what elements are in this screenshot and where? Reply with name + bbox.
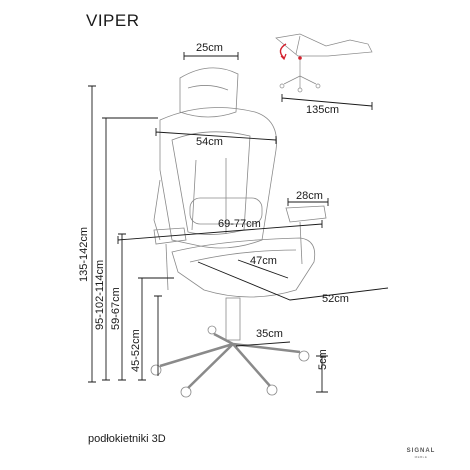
dim-total-depth bbox=[197, 261, 389, 301]
recline-arrow bbox=[279, 43, 287, 59]
label-total-depth: 52cm bbox=[322, 293, 349, 305]
lumbar-pillow bbox=[189, 197, 263, 225]
product-title: VIPER bbox=[86, 11, 140, 30]
recline-arrow-head bbox=[280, 53, 287, 61]
label-headrest-width: 25cm bbox=[196, 42, 223, 54]
base-legs bbox=[159, 332, 301, 389]
backrest-outline bbox=[159, 107, 277, 249]
dim-recline-length bbox=[281, 94, 373, 110]
reclined-base bbox=[283, 58, 317, 88]
reclined-caster-1 bbox=[279, 83, 285, 89]
dim-seat-base bbox=[154, 295, 162, 376]
dimension-lines bbox=[88, 52, 389, 393]
armrest-left-post bbox=[165, 243, 169, 291]
armrest-right-post bbox=[299, 221, 303, 265]
dim-back-width bbox=[155, 128, 277, 144]
label-recline-length: 135cm bbox=[306, 104, 340, 116]
reclined-seat-line bbox=[295, 35, 301, 55]
reclined-chair bbox=[275, 33, 373, 57]
recline-thumbnail bbox=[275, 33, 373, 93]
brand-sub: MEBLE bbox=[414, 455, 428, 459]
caster-4 bbox=[298, 350, 310, 362]
dim-seat-height-lower bbox=[138, 277, 174, 381]
dim-seat-height-upper bbox=[118, 233, 126, 381]
headrest-outline bbox=[179, 67, 239, 118]
chair-sketch bbox=[150, 67, 327, 398]
dim-total-height bbox=[88, 85, 96, 383]
dim-headrest-width bbox=[183, 52, 239, 60]
pivot-dot bbox=[298, 56, 302, 60]
dim-caster-height bbox=[316, 355, 328, 393]
label-seat-height-lower: 45-52cm bbox=[130, 329, 142, 372]
seat-outline bbox=[171, 237, 316, 298]
armrest-left bbox=[153, 227, 187, 245]
caster-5 bbox=[207, 325, 217, 335]
caster-3 bbox=[266, 384, 278, 396]
label-armrest-height: 95-102-114cm bbox=[94, 259, 106, 330]
caster-2 bbox=[180, 386, 192, 398]
label-seat-depth: 47cm bbox=[250, 255, 277, 267]
dim-seat-depth bbox=[237, 259, 289, 279]
dim-armrest-width bbox=[287, 198, 329, 206]
seat-seam bbox=[189, 249, 297, 263]
dim-base-radius bbox=[235, 341, 291, 347]
label-seat-width: 69-77cm bbox=[218, 218, 261, 230]
dim-armrest-height bbox=[102, 117, 158, 381]
label-seat-height-upper: 59-67cm bbox=[110, 287, 122, 330]
label-caster-height: 5cm bbox=[317, 349, 329, 370]
reclined-caster-3 bbox=[297, 87, 303, 93]
label-back-width: 54cm bbox=[196, 136, 223, 148]
caster-1 bbox=[150, 364, 162, 376]
reclined-caster-2 bbox=[315, 83, 321, 89]
armrest-caption: podłokietniki 3D bbox=[88, 433, 166, 445]
brand-name: SIGNAL bbox=[406, 448, 436, 454]
gas-lift bbox=[225, 297, 241, 341]
brand-logo: SIGNAL MEBLE bbox=[400, 448, 442, 459]
label-base-radius: 35cm bbox=[256, 328, 283, 340]
label-armrest-width: 28cm bbox=[296, 190, 323, 202]
dim-seat-width bbox=[117, 220, 323, 244]
label-total-height: 135-142cm bbox=[78, 226, 90, 282]
back-wing bbox=[153, 179, 161, 241]
headrest-seam bbox=[187, 85, 229, 91]
armrest-right bbox=[285, 205, 327, 223]
backrest-seams bbox=[191, 158, 227, 234]
